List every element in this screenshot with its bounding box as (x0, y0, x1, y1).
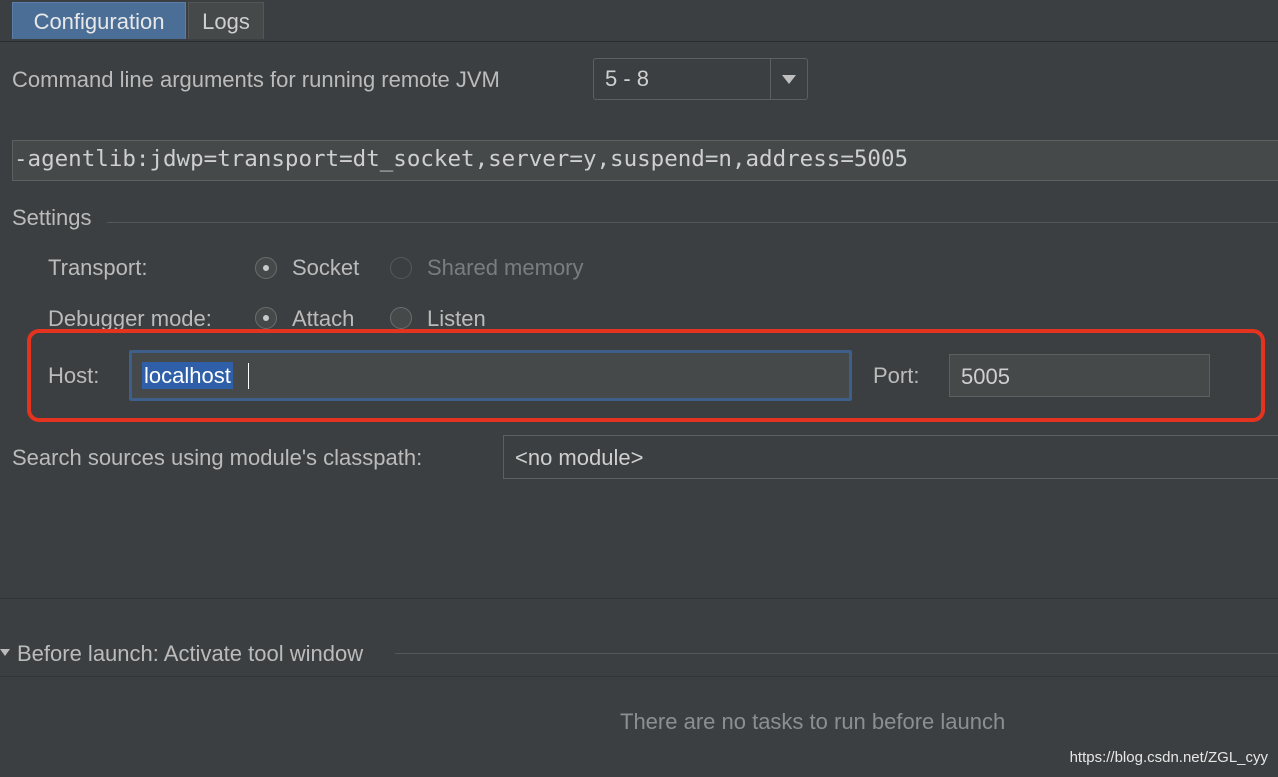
port-input[interactable]: 5005 (949, 354, 1210, 397)
tab-configuration[interactable]: Configuration (12, 2, 186, 39)
host-input[interactable]: localhost (129, 350, 852, 401)
before-launch-title[interactable]: Before launch: Activate tool window (17, 641, 364, 666)
tab-bar: Configuration Logs (0, 0, 1278, 42)
triangle-down-icon (782, 75, 796, 84)
port-label: Port: (873, 363, 920, 388)
jvm-version-dropdown[interactable]: 5 - 8 (593, 58, 808, 100)
transport-shared-memory-label[interactable]: Shared memory (427, 255, 584, 280)
highlight-annotation-frame (27, 329, 1265, 422)
port-value: 5005 (961, 364, 1010, 389)
debugger-attach-label[interactable]: Attach (292, 306, 355, 331)
settings-separator (107, 222, 1278, 223)
module-value: <no module> (515, 445, 644, 470)
no-tasks-message: There are no tasks to run before launch (620, 709, 1006, 734)
before-launch-separator (395, 653, 1278, 654)
dropdown-arrow[interactable] (770, 59, 807, 99)
jvm-version-value: 5 - 8 (605, 66, 650, 91)
tab-logs[interactable]: Logs (188, 2, 264, 39)
transport-shared-memory-radio[interactable] (390, 257, 412, 279)
module-dropdown[interactable]: <no module> (503, 435, 1278, 479)
text-caret (248, 363, 249, 389)
debugger-attach-radio[interactable] (255, 307, 277, 329)
collapse-triangle-icon[interactable] (0, 649, 10, 656)
debugger-listen-label[interactable]: Listen (427, 306, 486, 331)
section-divider (0, 598, 1278, 599)
transport-socket-radio[interactable] (255, 257, 277, 279)
host-value: localhost (142, 362, 233, 389)
host-label: Host: (48, 363, 100, 388)
module-classpath-label: Search sources using module's classpath: (12, 445, 423, 470)
debugger-listen-radio[interactable] (390, 307, 412, 329)
tasks-list-border (0, 676, 1278, 677)
watermark-text: https://blog.csdn.net/ZGL_cyy (1069, 749, 1268, 766)
transport-socket-label[interactable]: Socket (292, 255, 360, 280)
settings-title: Settings (12, 205, 92, 230)
jvm-args-label: Command line arguments for running remot… (12, 67, 500, 92)
transport-label: Transport: (48, 255, 148, 280)
command-line-field[interactable]: -agentlib:jdwp=transport=dt_socket,serve… (12, 140, 1278, 181)
debugger-mode-label: Debugger mode: (48, 306, 212, 331)
